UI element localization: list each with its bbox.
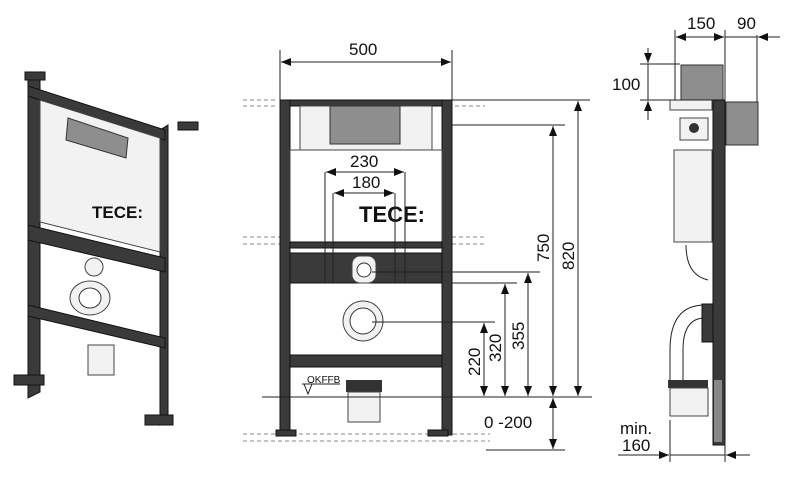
left-post xyxy=(279,99,291,436)
flush-plate-opening xyxy=(329,105,401,145)
dim-355-label: 355 xyxy=(509,322,528,350)
dim-230-label: 230 xyxy=(350,152,378,171)
dim-320-label: 320 xyxy=(486,334,505,362)
iso-brand-logo: TECE: xyxy=(92,203,143,222)
dim-160-label: 160 xyxy=(622,436,650,455)
iso-low-beam xyxy=(27,304,166,349)
mid-beam xyxy=(289,241,443,249)
pipe-seal xyxy=(346,380,382,392)
right-post xyxy=(441,99,453,436)
dim-820-label: 820 xyxy=(559,242,578,270)
dim-90-label: 90 xyxy=(737,14,756,33)
dim-180-label: 180 xyxy=(352,173,380,192)
iso-flush-opening xyxy=(65,117,129,159)
iso-bracket-left xyxy=(24,71,46,81)
side-pipe-seal xyxy=(668,380,708,388)
dim-220-label: 220 xyxy=(465,348,484,376)
dim-500-label: 500 xyxy=(349,40,377,59)
brand-logo: TECE: xyxy=(359,202,425,227)
iso-drain-opening xyxy=(84,257,104,277)
side-cistern xyxy=(673,149,713,243)
side-pipe-end xyxy=(669,387,709,417)
dim-floor-adjust-label: 0 -200 xyxy=(484,413,532,432)
dim-100-label: 100 xyxy=(612,75,640,94)
dim-min-label: min. xyxy=(620,419,652,438)
dim-150-label: 150 xyxy=(687,14,715,33)
iso-foot-left xyxy=(13,374,45,386)
side-view: 150 90 100 min. 160 xyxy=(612,14,780,462)
floor-level-label: OKFFB xyxy=(307,375,341,386)
foot-left xyxy=(275,429,297,437)
iso-top-beam xyxy=(27,85,166,141)
isometric-view: TECE: xyxy=(13,71,199,426)
side-flush-plate xyxy=(680,64,724,102)
low-beam xyxy=(289,354,443,368)
top-beam xyxy=(279,99,453,107)
iso-mid-beam xyxy=(27,224,166,273)
drain-opening xyxy=(356,262,372,278)
iso-right-post xyxy=(159,124,169,426)
side-wall-cladding xyxy=(725,101,759,146)
front-view: TECE: 500 230 180 820 750 355 320 220 0 … xyxy=(243,40,592,451)
iso-foot-right xyxy=(144,414,174,426)
foot-right xyxy=(427,429,449,437)
cistern-body xyxy=(289,149,443,243)
iso-pipe-end xyxy=(87,344,115,376)
iso-bracket-right xyxy=(177,121,199,131)
side-frame-post xyxy=(712,99,726,446)
floor-level-marker xyxy=(302,383,340,396)
dim-750-label: 750 xyxy=(534,234,553,262)
